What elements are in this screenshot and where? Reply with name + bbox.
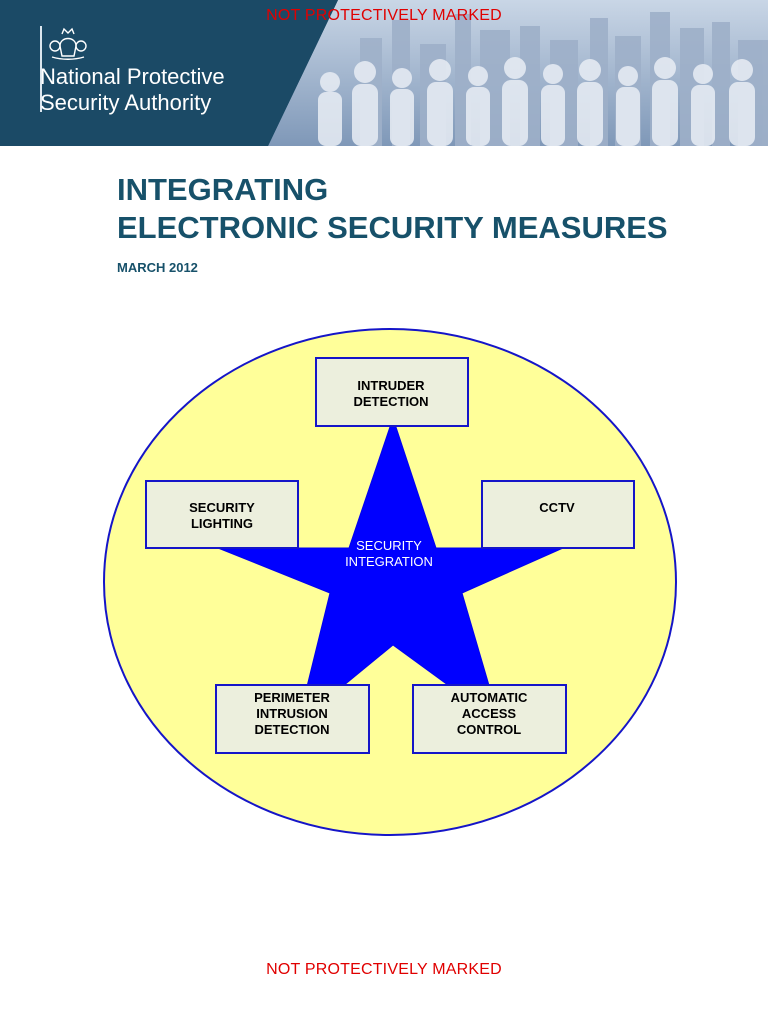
- node-perimeter-intrusion-detection: PERIMETER INTRUSION DETECTION: [215, 684, 370, 754]
- node-label-line2: LIGHTING: [191, 516, 253, 531]
- organisation-name-line2: Security Authority: [40, 90, 212, 115]
- node-box: [215, 684, 370, 754]
- protective-marking-top: NOT PROTECTIVELY MARKED: [266, 7, 502, 24]
- node-box: [315, 357, 469, 427]
- node-label-line1: SECURITY: [189, 500, 255, 515]
- node-label-line1: CCTV: [539, 500, 575, 515]
- node-label-line3: DETECTION: [254, 722, 329, 737]
- organisation-name-line1: National Protective: [40, 64, 225, 89]
- node-box: [145, 480, 299, 549]
- node-label-line1: INTRUDER: [357, 378, 425, 393]
- royal-crest-icon: [49, 27, 87, 60]
- document-title: INTEGRATING ELECTRONIC SECURITY MEASURES: [117, 171, 668, 247]
- logo-divider: [40, 26, 42, 112]
- hub-label-line1: SECURITY: [356, 538, 422, 553]
- node-label-line2: DETECTION: [353, 394, 428, 409]
- node-security-lighting: SECURITY LIGHTING: [145, 480, 299, 549]
- header-banner: National Protective Security Authority: [0, 0, 768, 146]
- organisation-name: National Protective Security Authority: [40, 64, 225, 116]
- node-box: [481, 480, 635, 549]
- node-label-line3: CONTROL: [457, 722, 521, 737]
- city-crowd-banner-image: [0, 0, 768, 146]
- node-label-line1: AUTOMATIC: [451, 690, 528, 705]
- document-title-line1: INTEGRATING: [117, 172, 329, 207]
- hub-label-line2: INTEGRATION: [345, 554, 433, 569]
- protective-marking-bottom: NOT PROTECTIVELY MARKED: [266, 961, 502, 978]
- document-date: MARCH 2012: [117, 260, 198, 275]
- node-label-line1: PERIMETER: [254, 690, 330, 705]
- node-label-line2: INTRUSION: [256, 706, 328, 721]
- node-intruder-detection: INTRUDER DETECTION: [315, 357, 469, 427]
- document-title-line2: ELECTRONIC SECURITY MEASURES: [117, 210, 668, 245]
- node-box: [412, 684, 567, 754]
- node-cctv: CCTV: [481, 480, 635, 549]
- node-automatic-access-control: AUTOMATIC ACCESS CONTROL: [412, 684, 567, 754]
- node-label-line2: ACCESS: [462, 706, 517, 721]
